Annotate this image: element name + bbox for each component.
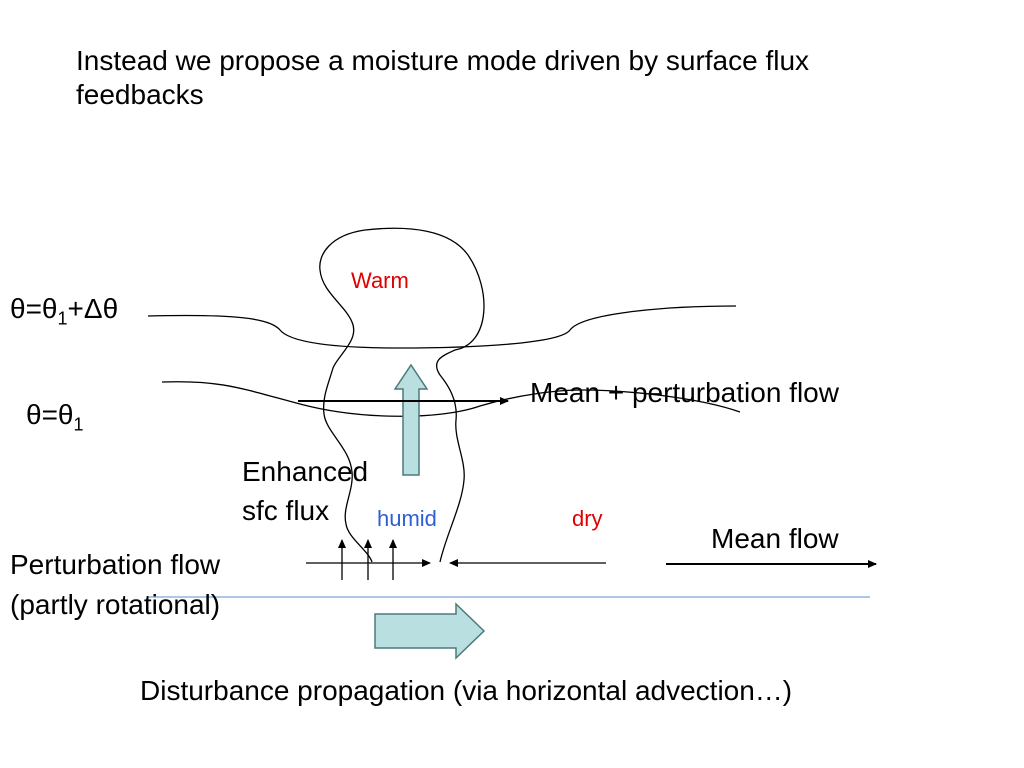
humid-label: humid bbox=[377, 506, 437, 531]
theta-lower-lhs: θ=θ bbox=[26, 399, 74, 430]
theta-upper-rhs: +Δθ bbox=[67, 293, 119, 324]
perturbation-flow-line2: (partly rotational) bbox=[10, 589, 221, 620]
upper-isentrope-line bbox=[147, 305, 737, 349]
dry-label: dry bbox=[572, 506, 603, 531]
theta-upper-subscript: 1 bbox=[57, 308, 68, 329]
enhanced-sfc-flux-line2: sfc flux bbox=[242, 495, 330, 526]
slide-title: Instead we propose a moisture mode drive… bbox=[76, 45, 810, 110]
theta-lower-label: θ=θ1 bbox=[26, 398, 84, 436]
enhanced-sfc-flux-line1: Enhanced bbox=[242, 456, 369, 487]
convective-plume-outline bbox=[319, 227, 485, 563]
theta-upper-label: θ=θ1+Δθ bbox=[10, 292, 118, 330]
lower-isentrope-line bbox=[161, 381, 741, 417]
mean-flow-label: Mean flow bbox=[711, 523, 839, 554]
propagation-caption: Disturbance propagation (via horizontal … bbox=[140, 675, 793, 706]
propagation-fat-arrow bbox=[374, 602, 486, 660]
mean-perturbation-flow-label: Mean + perturbation flow bbox=[530, 377, 839, 408]
updraft-fat-arrow bbox=[393, 363, 429, 476]
perturbation-flow-line1: Perturbation flow bbox=[10, 549, 221, 580]
warm-label: Warm bbox=[351, 268, 409, 293]
theta-upper-lhs: θ=θ bbox=[10, 293, 58, 324]
theta-lower-subscript: 1 bbox=[73, 414, 84, 435]
